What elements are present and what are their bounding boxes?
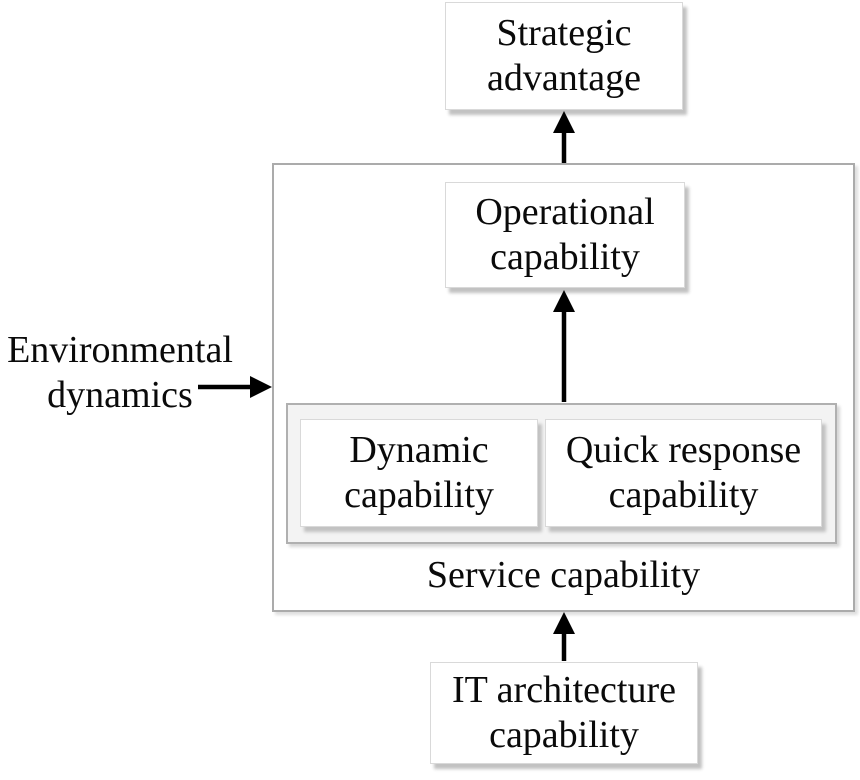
label-service-capability: Service capability bbox=[426, 553, 701, 596]
node-dynamic-capability: Dynamic capability bbox=[300, 419, 538, 527]
node-strategic-advantage: Strategic advantage bbox=[445, 2, 683, 110]
node-quick-response-capability: Quick response capability bbox=[545, 419, 822, 527]
node-it-architecture-capability: IT architecture capability bbox=[430, 662, 698, 764]
node-operational-capability: Operational capability bbox=[445, 182, 685, 288]
label-environmental-dynamics: Environmental dynamics bbox=[7, 329, 233, 416]
service-capability-container: Operational capability Dynamic capabilit… bbox=[272, 163, 855, 612]
arrow-it-to-service-icon bbox=[553, 612, 575, 661]
capability-subgroup: Dynamic capability Quick response capabi… bbox=[286, 403, 837, 544]
arrow-operational-to-strategic-icon bbox=[553, 111, 575, 163]
